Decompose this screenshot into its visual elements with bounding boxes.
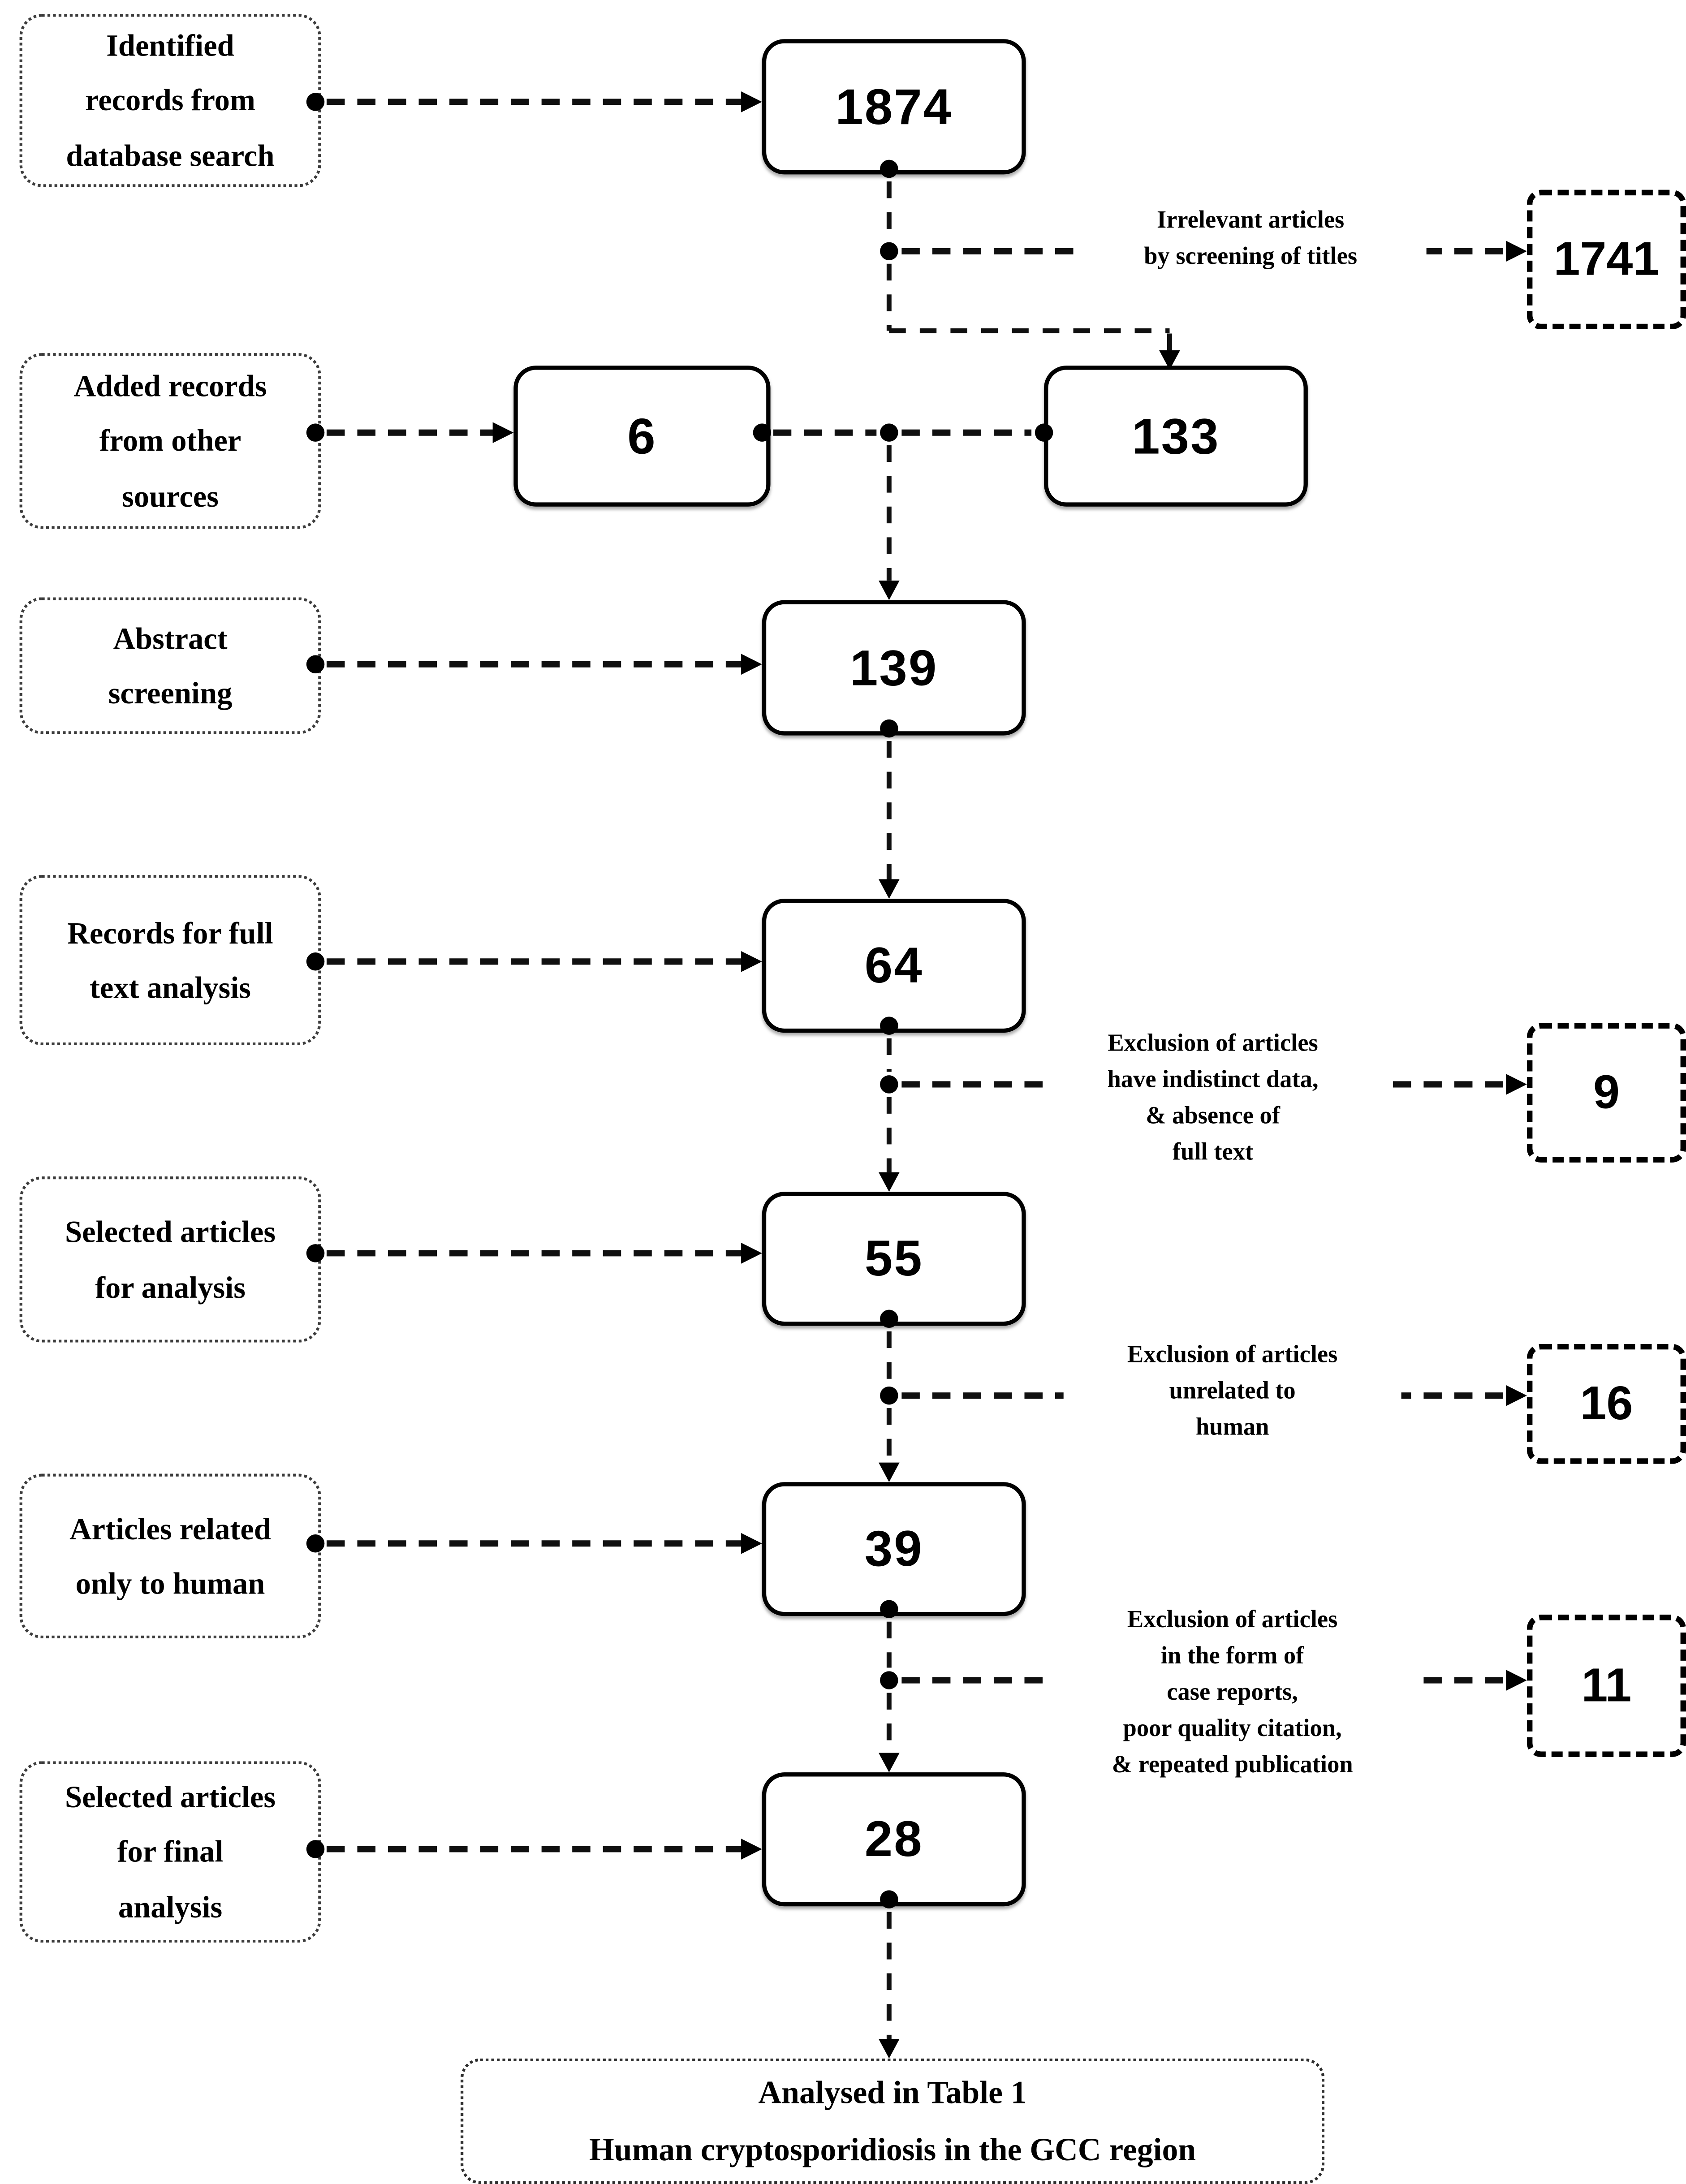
note-indistinct-data: Exclusion of articles have indistinct da… xyxy=(1044,1024,1382,1170)
label-text: Selected articles for final analysis xyxy=(65,1779,276,1924)
label-text: Identified records from database search xyxy=(66,28,275,172)
label-identified-records: Identified records from database search xyxy=(19,14,321,187)
connector-1874-down xyxy=(880,159,898,260)
connector-selected-to-55 xyxy=(306,1242,762,1264)
count-box-1874: 1874 xyxy=(762,39,1026,175)
label-text: Abstract screening xyxy=(108,620,233,711)
count-box-133: 133 xyxy=(1044,366,1308,507)
label-selected-final: Selected articles for final analysis xyxy=(19,1761,321,1943)
label-text: Added records from other sources xyxy=(73,369,267,513)
connector-merge-to-139 xyxy=(878,445,900,600)
count-value: 1874 xyxy=(835,77,953,135)
connector-1874-to-133 xyxy=(886,263,1180,370)
count-value: 133 xyxy=(1132,407,1220,464)
count-box-139: 139 xyxy=(762,600,1026,736)
excluded-box-9: 9 xyxy=(1526,1023,1686,1163)
label-abstract-screening: Abstract screening xyxy=(19,597,321,734)
count-value: 139 xyxy=(849,638,938,696)
excluded-value: 16 xyxy=(1580,1377,1633,1430)
analysed-table-box: Analysed in Table 1 Human cryptosporidio… xyxy=(460,2058,1325,2184)
count-value: 64 xyxy=(864,936,923,994)
connector-28-to-analysed xyxy=(878,1890,900,2059)
count-value: 6 xyxy=(627,407,657,464)
excluded-value: 9 xyxy=(1593,1065,1620,1119)
connector-6-133-merge xyxy=(753,423,1053,442)
note-irrelevant-titles: Irrelevant articles by screening of titl… xyxy=(1074,201,1427,274)
connector-added-to-6 xyxy=(306,422,514,444)
analysed-table-text: Analysed in Table 1 Human cryptosporidio… xyxy=(589,2074,1196,2167)
count-box-6: 6 xyxy=(513,366,771,507)
label-added-records: Added records from other sources xyxy=(19,353,321,529)
count-value: 28 xyxy=(864,1810,923,1868)
excluded-value: 1741 xyxy=(1553,232,1660,286)
connector-records-to-64 xyxy=(306,951,762,972)
count-box-28: 28 xyxy=(762,1772,1026,1907)
connector-final-to-28 xyxy=(306,1839,762,1860)
note-case-reports: Exclusion of articles in the form of cas… xyxy=(1042,1601,1423,1782)
connector-articles-to-39 xyxy=(306,1533,762,1554)
excluded-box-11: 11 xyxy=(1526,1615,1686,1757)
excluded-box-1741: 1741 xyxy=(1526,190,1686,330)
label-text: Selected articles for analysis xyxy=(65,1215,276,1305)
count-value: 55 xyxy=(864,1229,923,1287)
connector-abstract-to-139 xyxy=(306,654,762,675)
count-box-64: 64 xyxy=(762,899,1026,1033)
count-value: 39 xyxy=(864,1520,923,1577)
label-selected-articles: Selected articles for analysis xyxy=(19,1176,321,1343)
label-text: Records for full text analysis xyxy=(67,915,273,1005)
label-articles-human: Articles related only to human xyxy=(19,1473,321,1639)
label-text: Articles related only to human xyxy=(69,1511,271,1601)
count-box-39: 39 xyxy=(762,1482,1026,1616)
excluded-box-16: 16 xyxy=(1526,1344,1686,1464)
label-records-full-text: Records for full text analysis xyxy=(19,875,321,1046)
excluded-value: 11 xyxy=(1581,1658,1632,1712)
count-box-55: 55 xyxy=(762,1192,1026,1326)
connector-identified-to-1874 xyxy=(306,91,762,112)
connector-139-to-64 xyxy=(878,719,900,899)
note-unrelated-human: Exclusion of articles unrelated to human xyxy=(1063,1335,1401,1445)
